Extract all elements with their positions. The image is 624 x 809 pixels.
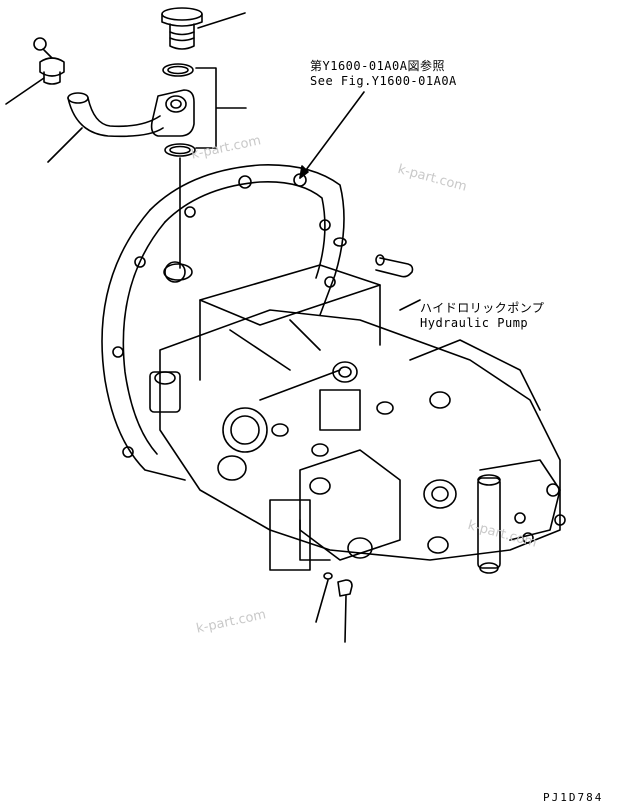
pump-label-en: Hydraulic Pump (420, 316, 529, 330)
reference-label-en: See Fig.Y1600-01A0A (310, 74, 457, 88)
drawing-number: PJ1D784 (543, 791, 604, 804)
plug-bolt (161, 7, 246, 50)
o-ring-lower (164, 143, 196, 157)
reference-leader (299, 91, 365, 179)
elbow-pipe (47, 89, 195, 163)
o-ring-leader (195, 67, 247, 149)
pump-label-leader (399, 299, 421, 311)
pump-label-jp: ハイドロリックポンプ (420, 301, 545, 315)
sensor-plug (5, 37, 65, 105)
o-ring-upper (162, 63, 194, 77)
reference-label-jp: 第Y1600-01A0A図参照 (310, 59, 445, 73)
bottom-leader (299, 519, 353, 643)
washer-bolt (333, 237, 414, 278)
